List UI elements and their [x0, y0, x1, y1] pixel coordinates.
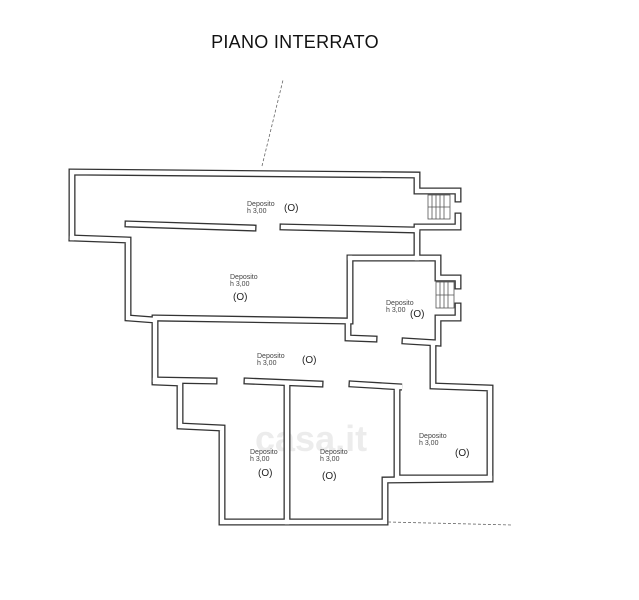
wall-segment — [349, 381, 493, 481]
room-height: h 3,00 — [419, 440, 439, 447]
room-name: Deposito — [320, 449, 348, 456]
room-code: (O) — [302, 355, 317, 366]
room-name: Deposito — [250, 449, 278, 456]
room-code: (O) — [233, 292, 248, 303]
room-name: Deposito — [257, 353, 285, 360]
room-height: h 3,00 — [320, 456, 340, 463]
wall-segment — [413, 212, 462, 262]
room-code: (O) — [322, 471, 337, 482]
room-height: h 3,00 — [386, 307, 406, 314]
room-code: (O) — [284, 203, 299, 214]
wall-segment — [347, 255, 461, 289]
boundary-dashed — [261, 79, 513, 526]
wall-segment — [69, 235, 493, 525]
wall-segment — [402, 303, 461, 346]
wall-segment — [152, 315, 377, 342]
room-height: h 3,00 — [250, 456, 270, 463]
room-code: (O) — [455, 448, 470, 459]
wall-segment — [414, 213, 461, 261]
room-name: Deposito — [419, 433, 447, 440]
room-code: (O) — [258, 468, 273, 479]
wall-segment — [125, 221, 256, 231]
room-code: (O) — [410, 309, 425, 320]
wall-segment — [348, 380, 494, 482]
room-name: Deposito — [230, 274, 258, 281]
room-height: h 3,00 — [230, 281, 250, 288]
watermark: casa.it — [255, 418, 368, 459]
room-name: Deposito — [386, 300, 414, 307]
wall-segment — [152, 377, 217, 384]
room-height: h 3,00 — [257, 360, 277, 367]
wall-segment — [69, 169, 461, 241]
room-name: Deposito — [247, 201, 275, 208]
wall-segment — [280, 224, 420, 233]
room-height: h 3,00 — [247, 208, 267, 215]
wall-segment — [244, 378, 323, 387]
plan-title: PIANO INTERRATO — [211, 32, 379, 52]
stairs — [427, 194, 455, 309]
